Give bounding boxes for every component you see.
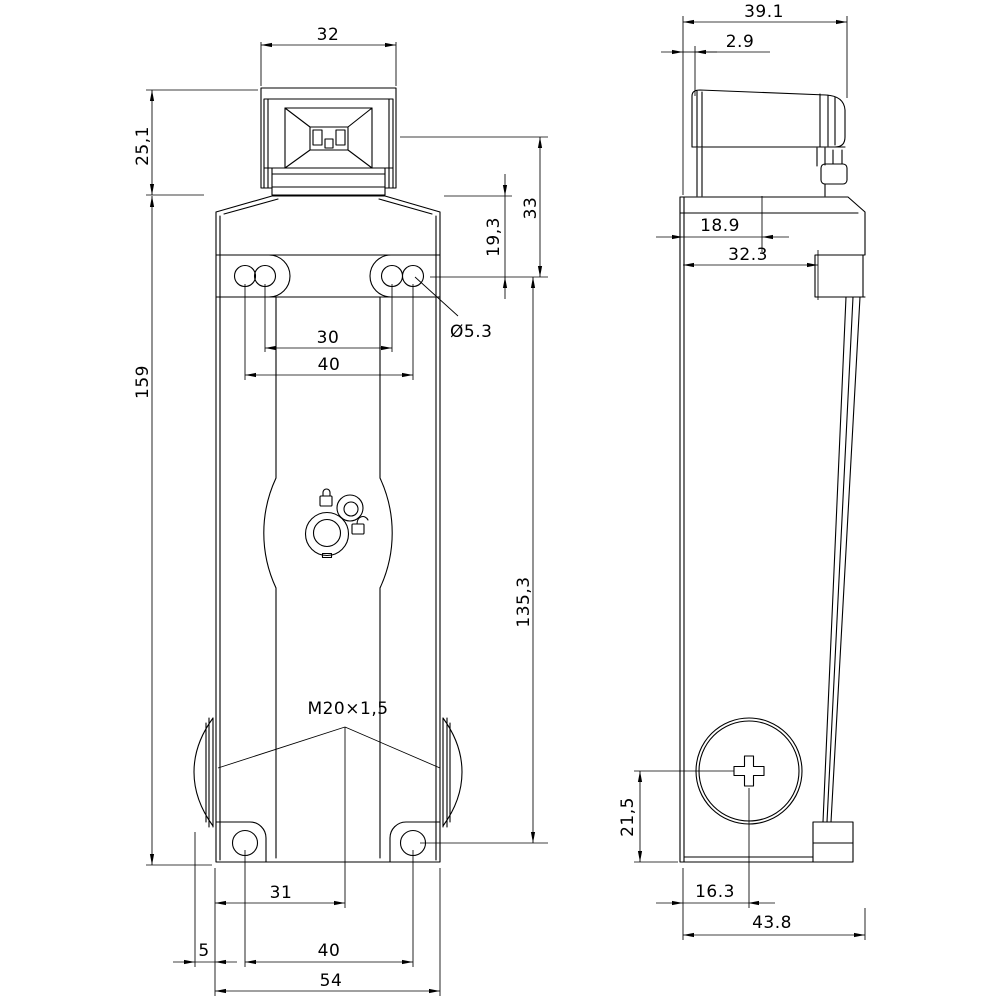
dim-label-body-width: 54 bbox=[320, 971, 343, 991]
dim-gland-protrusion: 5 bbox=[173, 832, 237, 967]
cross-center-mark-icon bbox=[733, 755, 765, 787]
dim-slot-hole-diameter: Ø5.3 bbox=[414, 276, 492, 342]
lock-knob-ring bbox=[312, 518, 342, 548]
front-feet bbox=[215, 821, 441, 863]
dim-bodytop-to-slot: 19,3 bbox=[444, 174, 512, 299]
front-mounting-slots bbox=[215, 254, 441, 298]
dimensions-front: 32 25,1 159 33 19,3 30 bbox=[133, 25, 548, 996]
slot-hole bbox=[253, 264, 277, 288]
actuator-window bbox=[284, 107, 373, 169]
dim-label-edge-to-centerline: 31 bbox=[270, 883, 293, 903]
front-head bbox=[260, 87, 397, 196]
open-padlock-icon bbox=[351, 515, 369, 535]
right-gland bbox=[442, 717, 463, 828]
dim-label-slot-to-bottom-hole: 135,3 bbox=[514, 576, 534, 627]
actuator-slot bbox=[312, 129, 346, 149]
dim-label-head-face-offset: 2.9 bbox=[726, 32, 755, 52]
dim-label-slot-hole-diameter: Ø5.3 bbox=[450, 322, 492, 342]
dim-gland-axis-height: 21,5 bbox=[618, 770, 734, 863]
dim-head-face-offset: 2.9 bbox=[661, 32, 770, 96]
dim-head-width: 32 bbox=[260, 25, 397, 86]
dim-label-side-overall-width: 39.1 bbox=[744, 2, 784, 22]
slot-hole bbox=[233, 264, 257, 288]
dim-label-head-to-slot: 33 bbox=[521, 197, 541, 220]
foot-pads bbox=[215, 821, 441, 863]
dim-label-head-height: 25,1 bbox=[133, 126, 153, 166]
dim-label-slot-inner-spacing: 30 bbox=[317, 328, 340, 348]
dim-label-slot-outer-spacing: 40 bbox=[318, 355, 341, 375]
side-body bbox=[679, 196, 866, 863]
dim-label-overall-depth: 43.8 bbox=[752, 913, 792, 933]
lock-detail bbox=[304, 488, 369, 559]
dim-label-gland-axis-height: 21,5 bbox=[618, 797, 638, 837]
dim-slot-to-bottom-hole: 135,3 bbox=[420, 277, 548, 844]
dim-face-to-centerline: 18.9 bbox=[656, 196, 789, 252]
lock-knob-outer bbox=[304, 511, 350, 557]
body-outline bbox=[215, 195, 441, 863]
dim-slot-outer-spacing: 40 bbox=[244, 284, 414, 380]
dim-face-to-gland-axis: 16.3 bbox=[656, 788, 775, 940]
head-lower-block bbox=[691, 146, 846, 197]
label-cable-thread: M20×1,5 bbox=[217, 699, 441, 908]
side-outline bbox=[679, 196, 866, 863]
dim-slot-inner-spacing: 30 bbox=[264, 284, 393, 352]
dim-face-to-lug: 32.3 bbox=[683, 245, 819, 300]
dim-side-overall-width: 39.1 bbox=[682, 2, 848, 195]
slot-hole bbox=[401, 264, 425, 288]
dim-label-face-to-gland-axis: 16.3 bbox=[695, 882, 735, 902]
dim-label-body-height: 159 bbox=[133, 365, 153, 399]
side-head bbox=[691, 89, 848, 197]
head-cap bbox=[691, 89, 846, 148]
dim-head-to-slot: 33 bbox=[400, 136, 548, 278]
dim-bottom-hole-spacing: 40 bbox=[244, 850, 414, 967]
dim-overall-depth: 43.8 bbox=[683, 908, 866, 940]
front-view bbox=[193, 87, 463, 863]
dim-body-width: 54 bbox=[215, 868, 441, 996]
knob-notch bbox=[321, 552, 333, 559]
dimensions-side: 39.1 2.9 18.9 32.3 21,5 bbox=[618, 2, 866, 940]
dim-label-bodytop-to-slot: 19,3 bbox=[484, 217, 504, 257]
release-button bbox=[343, 501, 359, 517]
dim-head-height: 25,1 bbox=[133, 89, 258, 196]
release-button-outer bbox=[336, 494, 364, 522]
head-tab bbox=[820, 163, 848, 185]
front-body bbox=[215, 195, 441, 863]
head-frame bbox=[260, 87, 397, 196]
front-cable-glands bbox=[193, 717, 463, 828]
slot-hole bbox=[380, 264, 404, 288]
side-view bbox=[679, 89, 866, 863]
dim-label-bottom-hole-spacing: 40 bbox=[318, 941, 341, 961]
slot-band bbox=[215, 254, 441, 298]
closed-padlock-icon bbox=[319, 488, 333, 507]
dim-label-gland-protrusion: 5 bbox=[198, 941, 209, 961]
dim-label-face-to-centerline: 18.9 bbox=[700, 216, 740, 236]
dim-body-height: 159 bbox=[133, 196, 212, 866]
left-gland bbox=[193, 717, 214, 828]
mid-columns bbox=[263, 296, 393, 859]
dim-edge-to-centerline: 31 bbox=[214, 868, 345, 996]
dim-label-face-to-lug: 32.3 bbox=[728, 245, 768, 265]
dim-label-cable-thread: M20×1,5 bbox=[307, 699, 388, 719]
dim-label-head-width: 32 bbox=[317, 25, 340, 45]
